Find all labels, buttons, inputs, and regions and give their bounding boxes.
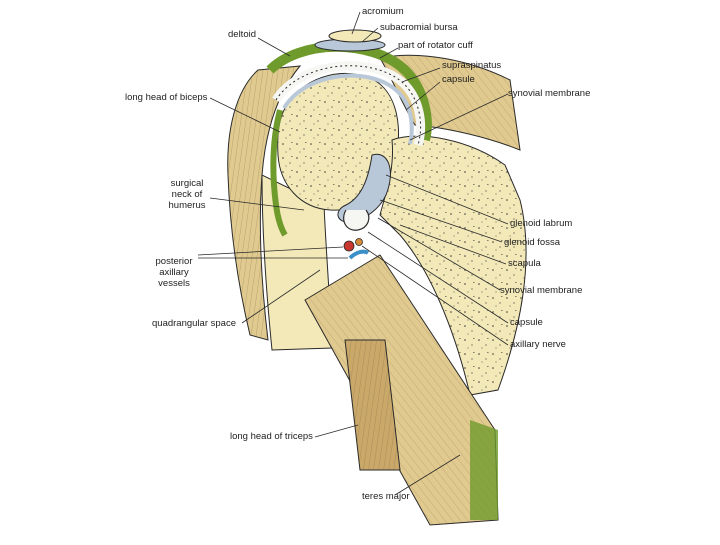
label-long-head-triceps: long head of triceps — [230, 431, 313, 442]
label-surgical-neck: surgical neck of humerus — [168, 178, 206, 211]
label-rotator-cuff: part of rotator cuff — [398, 40, 473, 51]
label-deltoid: deltoid — [228, 29, 256, 40]
label-synovial-membrane-top: synovial membrane — [508, 88, 591, 99]
biceps-tendon — [270, 109, 288, 237]
label-glenoid-fossa: glenoid fossa — [504, 237, 560, 248]
artery-vessel — [343, 240, 355, 252]
teres-major-tendon — [470, 420, 498, 520]
synovial-arc — [282, 73, 414, 145]
label-subacromial-bursa: subacromial bursa — [380, 22, 458, 33]
label-capsule-bottom: capsule — [510, 317, 543, 328]
acromion-bone — [328, 29, 382, 43]
label-teres-major: teres major — [362, 491, 410, 502]
vessel-small — [355, 238, 363, 246]
label-acromium: acromium — [362, 6, 404, 17]
label-quadrangular-space: quadrangular space — [152, 318, 236, 329]
label-posterior-vessels: posterior axillary vessels — [155, 256, 193, 289]
label-scapula: scapula — [508, 258, 541, 269]
label-synovial-membrane-bottom: synovial membrane — [500, 285, 583, 296]
label-capsule-top: capsule — [442, 74, 475, 85]
vein-vessel — [348, 249, 370, 260]
label-long-head-biceps: long head of biceps — [125, 92, 208, 103]
label-axillary-nerve: axillary nerve — [510, 339, 566, 350]
synovial-pocket — [343, 209, 370, 231]
label-supraspinatus: supraspinatus — [442, 60, 502, 71]
label-glenoid-labrum: glenoid labrum — [510, 218, 573, 229]
rotator-cuff-tendon — [266, 41, 432, 142]
leader-lines — [197, 11, 509, 496]
